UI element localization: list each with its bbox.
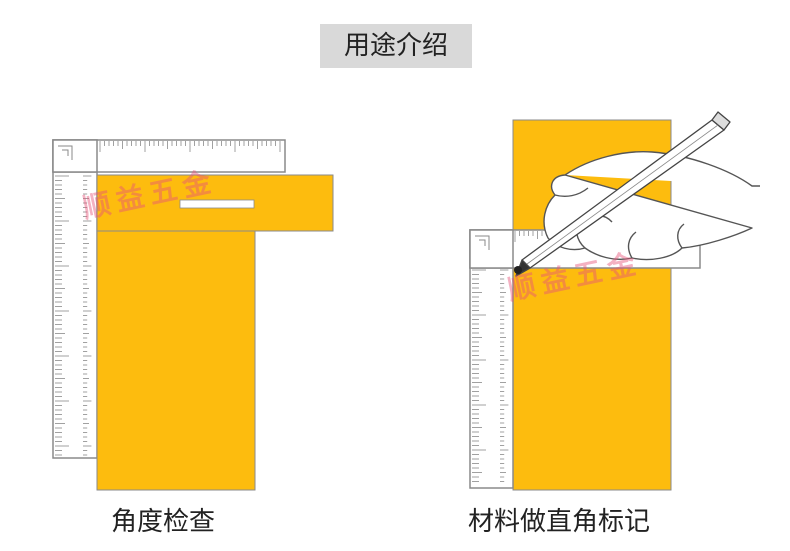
- vertical-ruler-ticks: [55, 175, 92, 456]
- ruler-vertical-blade: [52, 139, 98, 459]
- pencil-illustration: [515, 111, 731, 277]
- horizontal-ruler-ticks: [99, 141, 281, 152]
- marking-illustration: 顺益五金: [469, 111, 760, 491]
- caption-angle-check: 角度检查: [111, 507, 216, 537]
- vertical-ruler-ticks: [472, 269, 509, 482]
- section-title: 用途介绍: [320, 24, 472, 68]
- hand-illustration: [543, 150, 760, 261]
- caption-right-angle-marking: 材料做直角标记: [468, 507, 651, 537]
- angle-check-illustration: 顺益五金: [52, 139, 334, 491]
- pencil-mark: [514, 266, 522, 274]
- ruler-vertical-blade: [469, 229, 514, 489]
- sliding-bar-slot: [179, 199, 255, 209]
- ruler-corner: [52, 139, 98, 173]
